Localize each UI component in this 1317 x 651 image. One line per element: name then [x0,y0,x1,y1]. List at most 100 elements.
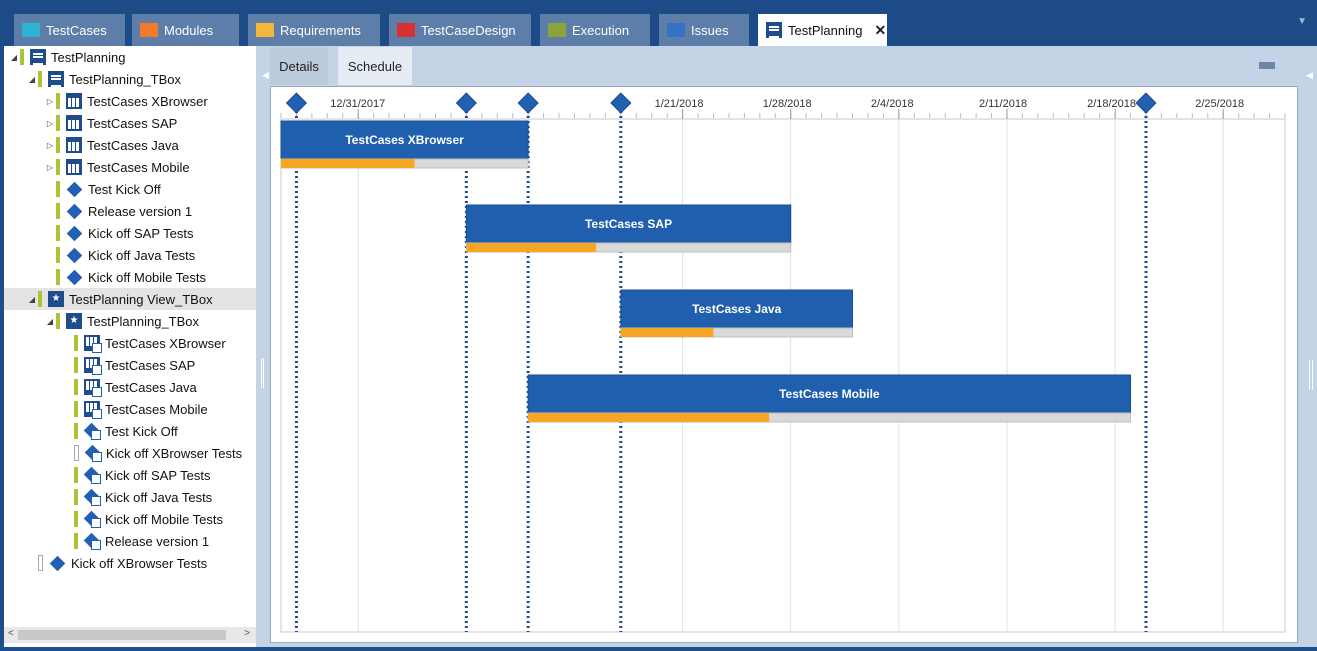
calendar-icon [66,93,82,109]
folder-icon [667,23,685,37]
tab-modules[interactable]: Modules [132,14,239,46]
tree-item[interactable]: Test Kick Off [4,178,256,200]
milestone-ref-icon [84,511,101,528]
scroll-right-icon[interactable]: > [244,628,250,639]
tab-label: Issues [691,22,729,38]
task-progress-fill [528,413,770,422]
scroll-left-icon[interactable]: < [8,628,14,639]
tree-item[interactable]: Kick off SAP Tests [4,222,256,244]
x-tick-label: 2/25/2018 [1195,98,1244,110]
tree-item[interactable]: Release version 1 [4,200,256,222]
tab-testcasedesign[interactable]: TestCaseDesign [389,14,531,46]
collapse-left-icon[interactable]: ◀ [262,70,269,80]
milestone-diamond [610,92,632,114]
tree-item[interactable]: Kick off XBrowser Tests [4,552,256,574]
tree-item[interactable]: ◢ ★ TestPlanning View_TBox [4,288,256,310]
subtab-details[interactable]: Details [270,47,328,85]
tree-item[interactable]: Kick off SAP Tests [4,464,256,486]
print-icon[interactable] [1259,58,1275,74]
scrollbar-thumb[interactable] [18,630,226,640]
status-bar-indicator [74,357,78,373]
status-bar-indicator [74,467,78,483]
tree-item[interactable]: Release version 1 [4,530,256,552]
right-splitter-grip[interactable] [1309,360,1313,390]
tree-item[interactable]: ▷TestCases Mobile [4,156,256,178]
tree-item-label: Release version 1 [105,533,210,549]
task-progress-fill [281,159,415,168]
status-bar-indicator [74,335,78,351]
tree-item[interactable]: ◢★TestPlanning_TBox [4,310,256,332]
x-tick-label: 1/28/2018 [763,98,812,110]
tab-overflow-chevron-icon[interactable]: ▼ [1297,16,1307,27]
milestone-ref-icon [84,489,101,506]
tree-item-label: TestCases Java [87,137,179,153]
task-progress-fill [466,243,597,252]
task-label: TestCases SAP [585,217,672,231]
task-progress-track [527,412,1132,423]
tab-label: Requirements [280,22,361,38]
status-bar-indicator [56,115,60,131]
status-bar-indicator [74,533,78,549]
tree-item[interactable]: ▷TestCases SAP [4,112,256,134]
tree-item-label: TestCases XBrowser [105,335,226,351]
collapse-right-icon[interactable]: ◀ [1306,70,1313,80]
expanded-arrow-icon[interactable]: ◢ [28,74,36,84]
tree-item-label: TestCases Java [105,379,197,395]
tree-item-label: Release version 1 [88,203,193,219]
tree-item-label: TestCases XBrowser [87,93,208,109]
tree-item-label: Kick off Mobile Tests [88,269,207,285]
collapsed-arrow-icon[interactable]: ▷ [46,140,54,150]
panel-splitter[interactable] [256,46,270,647]
tree-item[interactable]: ◢ TestPlanning [4,46,256,68]
milestone-ref-icon [84,423,101,440]
status-bar-indicator [56,225,60,241]
subtab-schedule[interactable]: Schedule [338,47,412,85]
tree-item[interactable]: ◢TestPlanning_TBox [4,68,256,90]
tab-testcases[interactable]: TestCases [14,14,125,46]
tree-horizontal-scrollbar[interactable]: < > [4,627,256,643]
collapsed-arrow-icon[interactable]: ▷ [46,118,54,128]
close-tab-icon[interactable]: ✕ [874,21,887,38]
planning-icon [48,71,64,87]
tree-item[interactable]: Kick off Java Tests [4,244,256,266]
tab-testplanning[interactable]: TestPlanning ✕ [758,14,887,46]
tab-label: TestCases [46,22,107,38]
x-tick-label: 12/31/2017 [330,98,385,110]
tree-item[interactable]: TestCases SAP [4,354,256,376]
status-bar-indicator [56,93,60,109]
tree-item[interactable]: Kick off Java Tests [4,486,256,508]
tab-execution[interactable]: Execution [540,14,650,46]
tree-item-label: TestPlanning View_TBox [69,291,213,307]
expanded-arrow-icon[interactable]: ◢ [10,52,18,62]
calendar-ref-icon [84,335,102,353]
collapsed-arrow-icon[interactable]: ▷ [46,162,54,172]
expanded-arrow-icon[interactable]: ◢ [28,294,36,304]
expanded-arrow-icon[interactable]: ◢ [46,316,54,326]
tree-item[interactable]: ▷ TestCases Java [4,134,256,156]
milestone-icon [66,203,83,219]
tree-item[interactable]: TestCases Mobile [4,398,256,420]
tree-item[interactable]: Kick off Mobile Tests [4,266,256,288]
tree-item[interactable]: Kick off Mobile Tests [4,508,256,530]
tree-item[interactable]: ▷ TestCases XBrowser [4,90,256,112]
testplanning-tree: ◢TestPlanning◢TestPlanning_TBox▷TestCase… [4,46,256,647]
tree-item[interactable]: TestCases Java [4,376,256,398]
tab-issues[interactable]: Issues [659,14,749,46]
calendar-icon [66,115,82,131]
collapsed-arrow-icon[interactable]: ▷ [46,96,54,106]
planning-icon [30,49,46,65]
milestone-icon [66,269,83,285]
tree-item[interactable]: Test Kick Off [4,420,256,442]
tree-item-label: TestPlanning [51,49,126,65]
tree-item-label: Kick off SAP Tests [105,467,211,483]
task-label: TestCases Mobile [779,387,880,401]
tree-item[interactable]: Kick off XBrowser Tests [4,442,256,464]
milestone-icon [49,555,66,571]
tab-requirements[interactable]: Requirements [248,14,380,46]
splitter-grip[interactable] [261,358,264,388]
milestone-icon [66,225,83,241]
status-bar-indicator [20,49,24,65]
star-view-icon: ★ [48,291,64,307]
tree-item[interactable]: TestCases XBrowser [4,332,256,354]
